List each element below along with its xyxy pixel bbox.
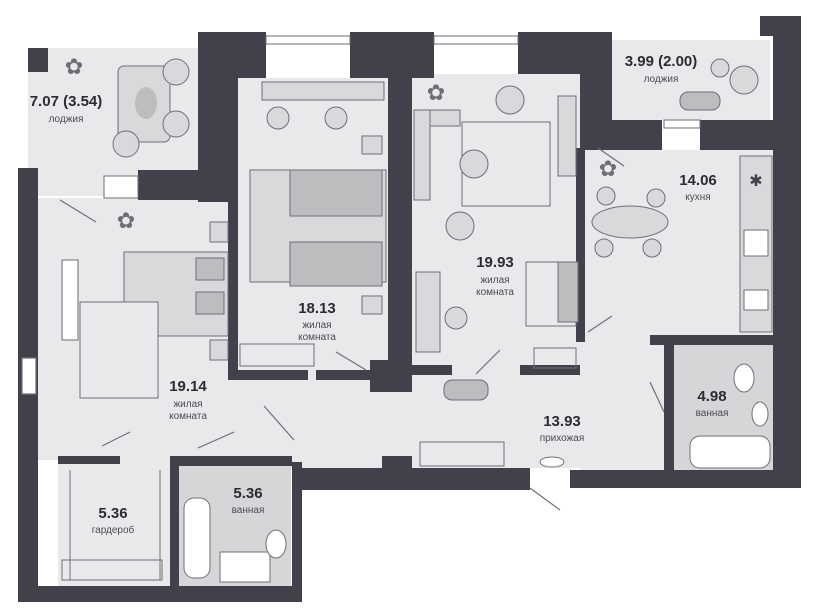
room-bedroom-center: 18.13 жилая комната	[298, 300, 336, 343]
room-name: лоджия	[49, 114, 84, 125]
room-name: гардероб	[92, 524, 135, 536]
room-name: лоджия	[644, 74, 679, 85]
room-bathroom-right: 4.98 ванная	[696, 388, 729, 419]
room-area: 18.13	[298, 300, 336, 317]
room-area: 19.93	[476, 254, 514, 271]
room-name-line2: комната	[298, 332, 336, 343]
room-area: 13.93	[543, 413, 581, 430]
room-living: 19.93 жилая комната	[476, 254, 514, 298]
room-area: 7.07 (3.54)	[30, 93, 103, 110]
room-area: 4.98	[697, 388, 726, 405]
room-loggia-right: 3.99 (2.00) лоджия	[625, 53, 698, 85]
furniture: ✿ ✿ ✿	[61, 54, 773, 583]
plant-icon: ✿	[65, 54, 83, 79]
room-bedroom-left: 19.14 жилая комната	[169, 378, 207, 422]
room-area: 5.36	[233, 485, 262, 502]
room-area: 19.14	[169, 378, 207, 395]
room-wardrobe: 5.36 гардероб	[92, 505, 135, 536]
room-name-line1: жилая	[302, 320, 331, 331]
room-name-line2: комната	[476, 287, 514, 298]
room-labels: 7.07 (3.54) лоджия 18.13 жилая комната 1…	[30, 53, 729, 536]
room-name: прихожая	[540, 433, 585, 444]
room-name: ванная	[696, 408, 729, 419]
plant-icon: ✿	[117, 208, 135, 233]
windows	[103, 35, 701, 199]
walls	[18, 16, 801, 602]
room-area: 3.99 (2.00)	[625, 53, 698, 70]
room-area: 14.06	[679, 172, 717, 189]
plant-icon: ✿	[599, 156, 617, 181]
room-bathroom-bottom: 5.36 ванная	[232, 485, 265, 516]
room-loggia-left: 7.07 (3.54) лоджия	[30, 93, 103, 125]
room-name-line1: жилая	[173, 399, 202, 410]
room-area: 5.36	[98, 505, 127, 522]
room-name-line1: жилая	[480, 275, 509, 286]
plant-icon: ✿	[427, 80, 445, 105]
room-name: ванная	[232, 505, 265, 516]
room-name: кухня	[685, 192, 710, 203]
room-kitchen: 14.06 кухня	[679, 172, 717, 203]
room-hallway: 13.93 прихожая	[540, 413, 585, 444]
hood-icon: ✱	[749, 173, 762, 190]
room-name-line2: комната	[169, 411, 207, 422]
doors	[59, 147, 665, 511]
